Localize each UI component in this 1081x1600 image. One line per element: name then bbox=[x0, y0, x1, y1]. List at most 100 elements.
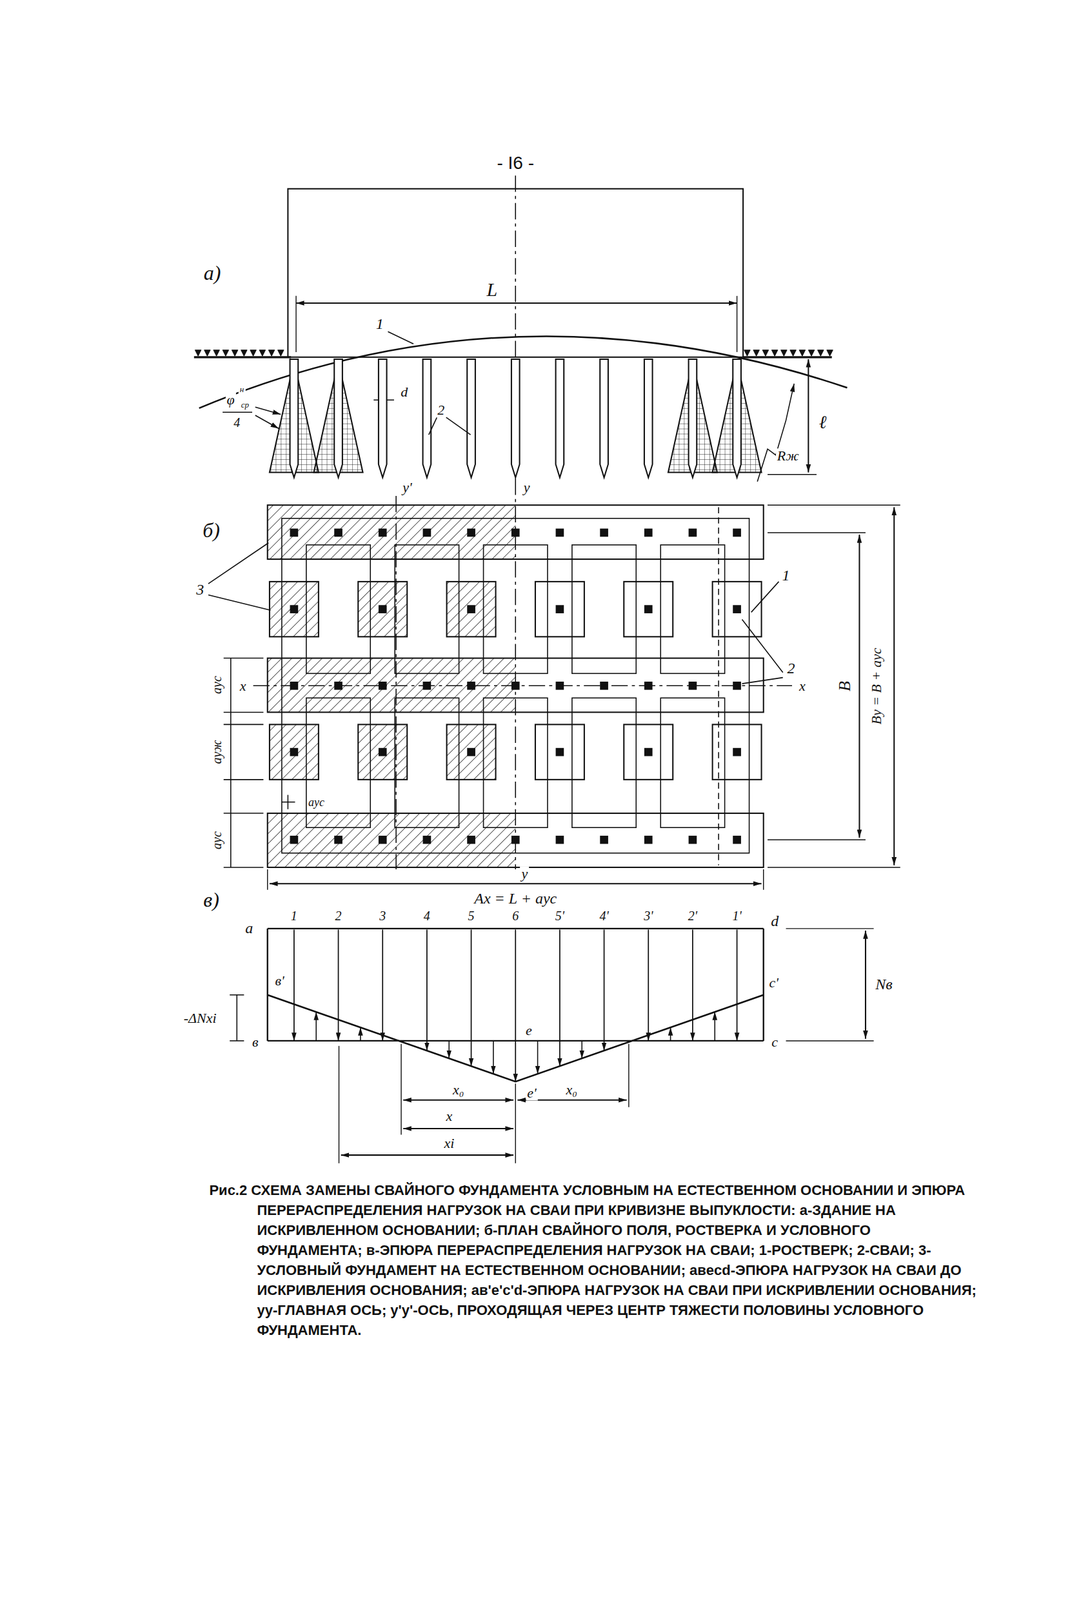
pile-square bbox=[423, 528, 432, 538]
label-anchor: 3 bbox=[194, 581, 206, 598]
pile-square bbox=[644, 604, 653, 614]
angle-arrow bbox=[255, 415, 279, 429]
leader-line bbox=[428, 417, 438, 435]
label-anchor: x₀ bbox=[451, 1082, 466, 1098]
point-label: c bbox=[770, 1034, 780, 1050]
dimension-label: d bbox=[399, 384, 409, 400]
label-anchor: 4' bbox=[597, 908, 610, 923]
axis-x bbox=[253, 684, 793, 687]
label-anchor: ср bbox=[239, 399, 251, 410]
axis-label: у' bbox=[401, 480, 413, 496]
caption-block: Рис.2 СХЕМА ЗАМЕНЫ СВАЙНОГО ФУНДАМЕНТА У… bbox=[208, 1180, 977, 1341]
grillage-cell bbox=[660, 545, 725, 674]
pile-square bbox=[290, 528, 299, 538]
label-anchor: 1 bbox=[781, 567, 792, 584]
pile-square bbox=[334, 681, 343, 691]
load-arrow bbox=[426, 929, 428, 1051]
pile-pad bbox=[357, 724, 407, 780]
label-anchor: 1 bbox=[374, 316, 386, 333]
pile-square bbox=[732, 528, 742, 538]
label-anchor: e bbox=[524, 1023, 534, 1039]
load-arrow bbox=[315, 1011, 317, 1042]
label-anchor: By = B + aус bbox=[869, 646, 885, 726]
pile-pad bbox=[446, 724, 496, 780]
axis-label: x bbox=[797, 678, 807, 694]
ground-mark bbox=[744, 350, 751, 357]
extension-line bbox=[628, 1044, 629, 1108]
pile-number: 4 bbox=[422, 908, 432, 923]
pile-square bbox=[423, 835, 432, 845]
extension-line bbox=[767, 532, 866, 533]
dimension-label: L bbox=[485, 279, 499, 301]
part-letter: б) bbox=[201, 519, 222, 542]
dimension-tick bbox=[229, 994, 244, 996]
extension-line bbox=[338, 1046, 340, 1164]
pile-pad bbox=[712, 724, 762, 780]
pile bbox=[334, 359, 343, 478]
label-anchor: B bbox=[836, 679, 854, 693]
grillage-cell bbox=[572, 545, 636, 674]
conditional-foundation-hatch bbox=[269, 581, 319, 637]
pile-square bbox=[511, 681, 520, 691]
ground-mark bbox=[753, 350, 760, 357]
pile-pad bbox=[269, 724, 319, 780]
label-anchor: 5' bbox=[554, 908, 566, 923]
pile-square bbox=[290, 835, 299, 845]
grillage-cell bbox=[483, 697, 548, 828]
label-anchor: в' bbox=[273, 973, 286, 989]
dimension-label: aус bbox=[209, 674, 224, 696]
label-anchor: -ΔNxi bbox=[182, 1011, 219, 1027]
drawing bbox=[194, 175, 901, 1164]
dimension-label: Nв bbox=[873, 977, 894, 994]
pile-square bbox=[688, 681, 698, 691]
pile bbox=[555, 359, 565, 478]
label-anchor: 2 bbox=[333, 908, 343, 923]
pile-number: 2 bbox=[333, 908, 343, 923]
ground-mark bbox=[204, 350, 211, 357]
extension-line bbox=[786, 928, 874, 929]
load-arrow bbox=[293, 929, 295, 1041]
callout-number: 3 bbox=[194, 581, 206, 598]
pile bbox=[466, 359, 476, 478]
load-line-side bbox=[267, 928, 269, 1042]
dimension-line bbox=[236, 995, 238, 1042]
pile-number: 1' bbox=[731, 908, 744, 923]
leader-line bbox=[387, 331, 414, 344]
dimension-line bbox=[858, 534, 860, 838]
axis-label: x bbox=[238, 678, 248, 694]
label-anchor: в) bbox=[201, 889, 221, 912]
label-anchor: φ bbox=[225, 392, 237, 408]
pile-square bbox=[732, 681, 742, 691]
extension-line bbox=[763, 869, 764, 891]
dimension-label: ℓ bbox=[817, 413, 829, 433]
label-anchor: d bbox=[769, 913, 780, 931]
dimension-line bbox=[893, 506, 895, 865]
pile-square bbox=[466, 681, 476, 691]
point-label: d bbox=[769, 913, 780, 931]
label-anchor: aус bbox=[209, 674, 224, 696]
radius-line bbox=[757, 383, 794, 482]
pile-number: 3' bbox=[642, 908, 655, 923]
pile bbox=[511, 359, 520, 478]
pile-pad bbox=[357, 581, 407, 637]
pile-pad bbox=[446, 581, 496, 637]
ground-mark bbox=[222, 350, 229, 357]
pile bbox=[290, 359, 299, 478]
pile bbox=[688, 359, 698, 478]
pile-square bbox=[732, 835, 742, 845]
conditional-strip bbox=[267, 505, 764, 560]
part-letter: а) bbox=[202, 262, 223, 285]
symbol-label: н bbox=[238, 385, 246, 395]
label-anchor: 4 bbox=[232, 416, 242, 430]
dimension-tick bbox=[287, 795, 289, 810]
leader-line bbox=[751, 581, 780, 613]
ground-mark bbox=[231, 350, 238, 357]
pile-square bbox=[511, 835, 520, 845]
figure-caption: Рис.2 СХЕМА ЗАМЕНЫ СВАЙНОГО ФУНДАМЕНТА У… bbox=[208, 1180, 977, 1341]
label-anchor: aус bbox=[209, 830, 224, 851]
load-arrow bbox=[603, 929, 605, 1051]
label-anchor: у bbox=[520, 866, 530, 882]
load-arrow bbox=[359, 1027, 362, 1042]
